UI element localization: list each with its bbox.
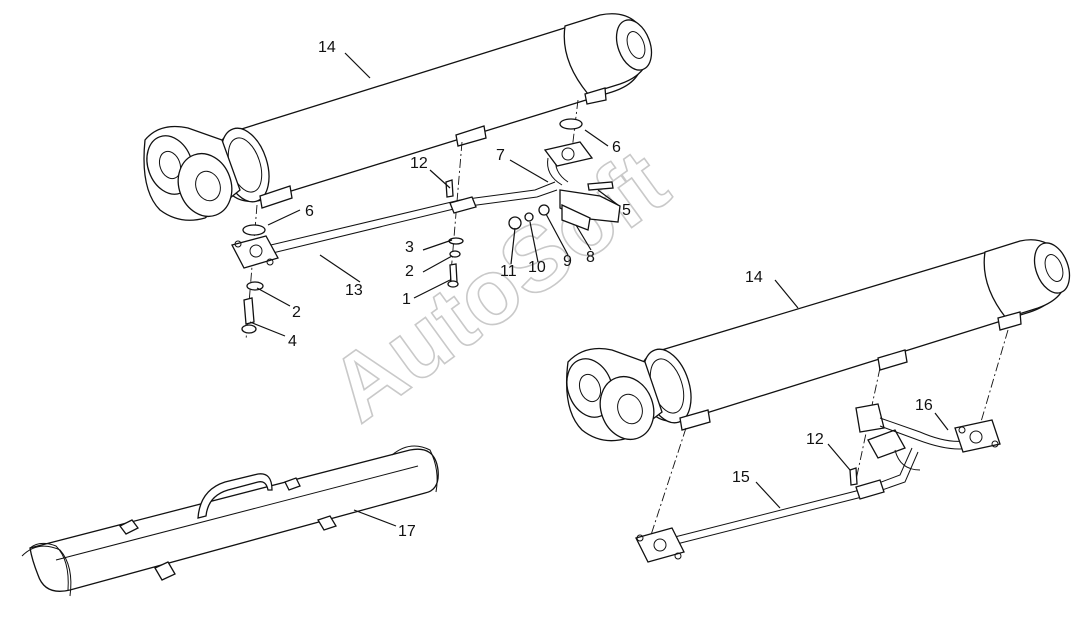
callout-11: 11	[500, 263, 517, 280]
leader-lines-lower	[755, 279, 949, 509]
callout-6-right: 6	[612, 139, 621, 156]
callout-2-lower: 2	[292, 304, 301, 321]
callout-3: 3	[405, 239, 414, 256]
callout-10: 10	[528, 259, 546, 276]
callout-1: 1	[402, 291, 411, 308]
cylinder-guard-17	[21, 445, 439, 597]
callout-6-left: 6	[305, 203, 314, 220]
callout-14-lower: 14	[745, 269, 763, 286]
leader-line-17	[353, 509, 397, 527]
assembly-line	[649, 427, 687, 539]
callout-14-upper: 14	[318, 39, 336, 56]
leader-lines-upper	[249, 52, 619, 337]
callout-12-upper: 12	[410, 155, 428, 172]
callout-13: 13	[345, 282, 363, 299]
hydraulic-tube-15	[635, 447, 919, 563]
assembly-line	[449, 141, 463, 286]
hydraulic-cylinder-upper	[143, 13, 653, 221]
callout-5: 5	[622, 202, 631, 219]
callout-16: 16	[915, 397, 933, 414]
callout-8: 8	[586, 249, 595, 266]
assembly-line	[977, 329, 1009, 433]
callout-9: 9	[563, 253, 572, 270]
callout-17: 17	[398, 523, 416, 540]
callout-7: 7	[496, 147, 505, 164]
hardware-items	[241, 118, 583, 334]
callout-4: 4	[288, 333, 297, 350]
callout-15: 15	[732, 469, 750, 486]
hydraulic-tube-13	[231, 181, 558, 269]
callout-2-upper: 2	[405, 263, 414, 280]
hydraulic-cylinder-lower	[565, 239, 1071, 442]
callout-labels: 14 6 7 12 6 5 3 2 1 13 2 4 11 10 9 8 14 …	[288, 39, 933, 540]
callout-12-lower: 12	[806, 431, 824, 448]
valve-block	[543, 141, 621, 231]
hydraulic-tube-16	[855, 403, 1001, 471]
